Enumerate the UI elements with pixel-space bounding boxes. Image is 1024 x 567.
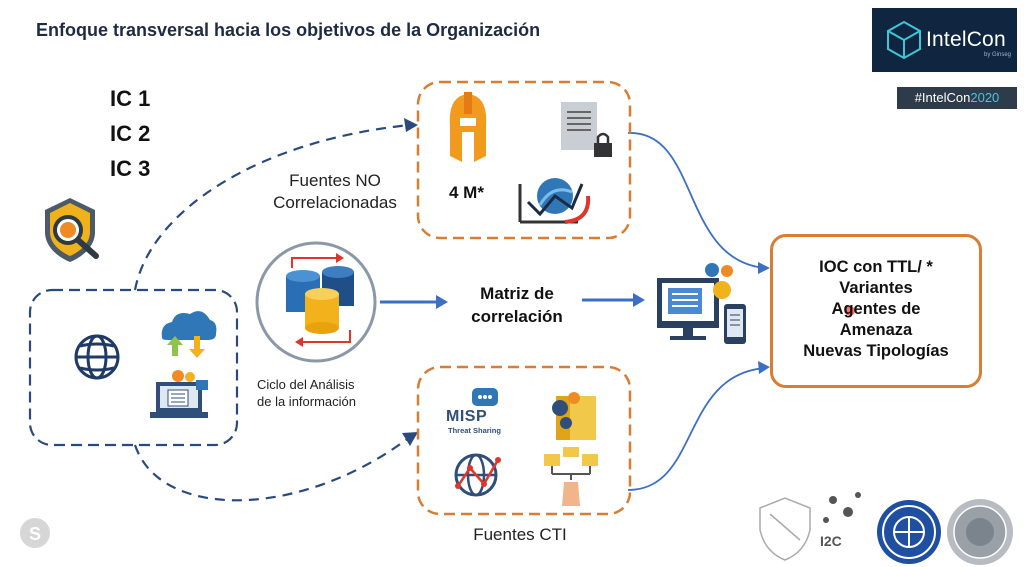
forensic-seal-logo (947, 499, 1013, 565)
matrix-line-1: Matriz de (480, 284, 554, 303)
hashtag-badge: #IntelCon2020 (897, 87, 1017, 109)
svg-text:S: S (29, 524, 41, 544)
hand-network-icon (544, 447, 598, 506)
cloud-sync-icon (161, 311, 217, 358)
hashtag-year: 2020 (970, 90, 1000, 105)
output-line: Nuevas Tipologías (803, 342, 949, 360)
ic-item: IC 1 (110, 86, 151, 111)
sources-box (28, 288, 239, 447)
hashtag-text: #IntelCon (914, 90, 971, 105)
dashed-arrow-to-no-correlated (133, 123, 411, 291)
output-line: Variantes (839, 279, 913, 297)
database-icon (286, 253, 354, 347)
no-correlated-label: Fuentes NO Correlacionadas (260, 170, 410, 214)
ic-item: IC 2 (110, 121, 151, 146)
globe-icon (74, 334, 120, 380)
helmet-icon (449, 92, 487, 162)
monitor-devices-icon (657, 263, 746, 344)
cti-box (416, 365, 632, 516)
folder-gears-icon (552, 392, 596, 440)
shield-search-icon (45, 198, 99, 262)
curve-arrow-bottom (627, 367, 766, 491)
matrix-label: Matriz de correlación (455, 282, 579, 328)
misp-logo-icon (472, 388, 498, 406)
matrix-line-2: correlación (471, 307, 563, 326)
network-globe-icon (454, 453, 501, 497)
document-lock-icon (561, 102, 612, 157)
ic-item: IC 3 (110, 156, 151, 181)
no-correlated-box (416, 80, 632, 240)
no-correlated-line-2: Correlacionadas (273, 193, 397, 212)
cube-icon (887, 20, 921, 60)
chart-trend-icon (518, 178, 591, 224)
brand-name: IntelCon (926, 28, 1006, 51)
four-m-label: 4 M* (449, 183, 484, 202)
page-title: Enfoque transversal hacia los objetivos … (36, 20, 541, 40)
brand-by: by Ginseg (984, 52, 1012, 58)
cycle-label: Ciclo del Análisis de la información (257, 376, 356, 410)
misp-subtitle: Threat Sharing (448, 426, 501, 435)
cti-label: Fuentes CTI (473, 525, 567, 544)
pointer-dot (845, 306, 855, 316)
i2c-label: I2C (820, 533, 842, 549)
cycle-line-2: de la información (257, 394, 356, 409)
dashed-arrow-to-cti (133, 436, 411, 502)
laptop-gears-icon (150, 370, 208, 418)
cycle-line-1: Ciclo del Análisis (257, 377, 355, 392)
output-box: IOC con TTL/ * Variantes Agentes de Amen… (770, 234, 982, 388)
output-line: Amenaza (839, 321, 913, 339)
round-emblem-logo (877, 500, 941, 564)
intelcon-brand-logo: IntelCon by Ginseg (872, 8, 1017, 72)
no-correlated-line-1: Fuentes NO (289, 171, 381, 190)
output-line: IOC con TTL/ * (819, 258, 933, 276)
output-line: Agentes de (831, 300, 921, 318)
shield-sketch-logo (759, 497, 811, 561)
curve-arrow-top (627, 132, 766, 269)
misp-label: MISP (446, 408, 488, 425)
skype-icon: S (20, 518, 50, 548)
i2c-network-logo (823, 492, 861, 523)
